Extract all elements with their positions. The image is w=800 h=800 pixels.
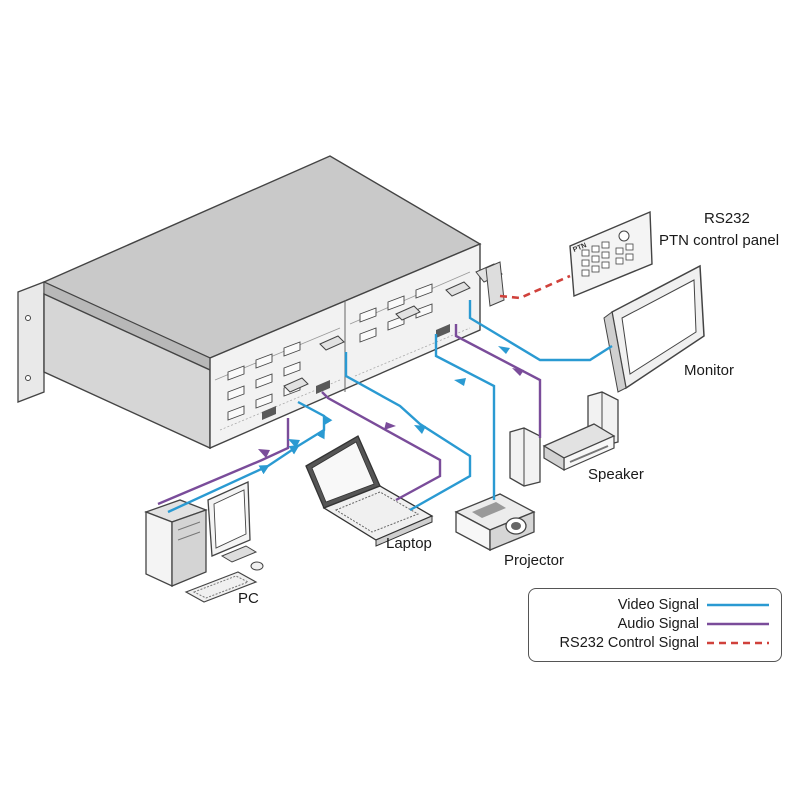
pc-label: PC — [238, 590, 259, 607]
legend-audio-line — [707, 622, 769, 626]
legend: Video Signal Audio Signal RS232 Control … — [528, 588, 782, 662]
rs232-label: RS232 — [704, 210, 750, 227]
ptn-control-panel-label: PTN control panel — [659, 232, 780, 249]
video-line-projector — [434, 334, 496, 500]
speaker-label: Speaker — [588, 466, 644, 483]
projector — [454, 493, 536, 552]
audio-line-speaker — [454, 324, 542, 438]
video-signal-lines — [167, 300, 613, 514]
monitor-label: Monitor — [684, 362, 735, 379]
rs232-signal-line — [499, 274, 571, 300]
pc — [144, 481, 264, 603]
speaker — [509, 391, 619, 487]
legend-video-label: Video Signal — [617, 597, 699, 613]
signal-arrows — [258, 346, 524, 458]
audio-signal-lines — [157, 324, 542, 506]
projector-label: Projector — [504, 552, 565, 569]
ptn-control-panel — [569, 210, 653, 298]
legend-video-line — [707, 603, 769, 607]
legend-audio-label: Audio Signal — [617, 616, 699, 632]
legend-rs232-label: RS232 Control Signal — [559, 635, 699, 651]
monitor — [603, 264, 705, 393]
audio-line-pc — [157, 418, 290, 506]
laptop-label: Laptop — [386, 535, 432, 552]
laptop — [305, 435, 434, 547]
audio-line-laptop — [321, 391, 442, 502]
video-line-laptop — [344, 352, 472, 512]
legend-rs232-line — [707, 641, 769, 645]
video-line-monitor — [468, 300, 613, 362]
panel-logo: PTN — [572, 242, 588, 254]
matrix-switcher — [17, 155, 505, 450]
video-line-pc — [167, 400, 333, 514]
